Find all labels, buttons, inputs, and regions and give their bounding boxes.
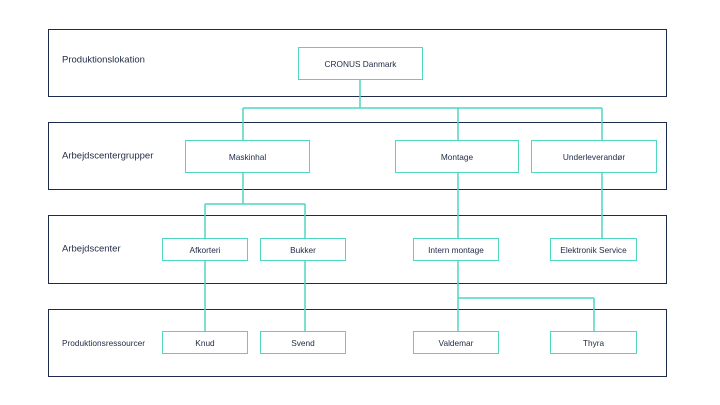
node-thyra: Thyra <box>550 331 637 354</box>
node-maskinhal: Maskinhal <box>185 140 310 173</box>
node-svend: Svend <box>260 331 346 354</box>
node-cronus-danmark: CRONUS Danmark <box>298 47 423 80</box>
level-label-arbejdscenter: Arbejdscenter <box>62 243 121 255</box>
node-intern-montage: Intern montage <box>413 238 499 261</box>
node-afkorteri: Afkorteri <box>162 238 248 261</box>
node-knud: Knud <box>162 331 248 354</box>
node-valdemar: Valdemar <box>413 331 499 354</box>
level-label-produktionsressourcer: Produktionsressourcer <box>62 338 146 348</box>
node-bukker: Bukker <box>260 238 346 261</box>
node-underleverandor: Underleverandør <box>531 140 657 173</box>
level-label-arbejdscentergrupper: Arbejdscentergrupper <box>62 150 154 162</box>
node-montage: Montage <box>395 140 519 173</box>
node-elektronik-service: Elektronik Service <box>550 238 637 261</box>
level-label-produktionslokation: Produktionslokation <box>62 54 145 66</box>
